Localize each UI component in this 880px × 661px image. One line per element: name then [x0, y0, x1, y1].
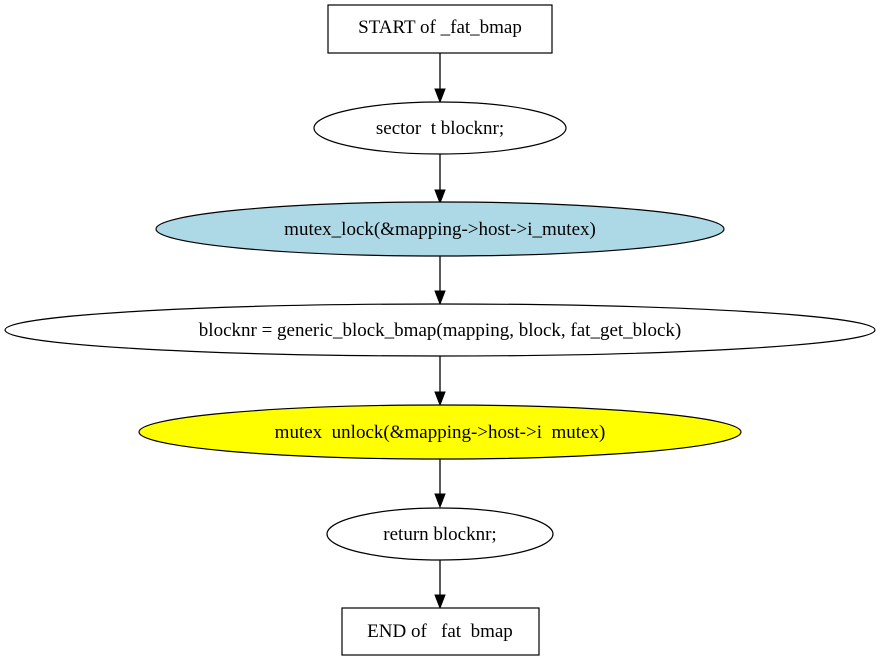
ret-ellipse [326, 507, 554, 561]
node-ret: return blocknr; [326, 507, 554, 561]
arrow-head-icon [434, 88, 446, 104]
node-bmap: blocknr = generic_block_bmap(mapping, bl… [4, 303, 876, 357]
bmap-label: blocknr = generic_block_bmap(mapping, bl… [199, 320, 681, 341]
decl-label: sector t blocknr; [376, 118, 504, 139]
unlock-label: mutex unlock(&mapping->host->i mutex) [275, 422, 606, 443]
bmap-ellipse [4, 303, 876, 357]
decl-ellipse [313, 101, 567, 155]
edge-decl-to-lock [434, 154, 446, 205]
node-start: START of _fat_bmap [327, 4, 553, 54]
end-box [341, 607, 540, 656]
node-decl: sector t blocknr; [313, 101, 567, 155]
edge-start-to-decl [434, 53, 446, 104]
node-lock: mutex_lock(&mapping->host->i_mutex) [155, 201, 725, 257]
end-label: END of fat bmap [367, 621, 513, 642]
arrow-head-icon [434, 391, 446, 407]
ret-label: return blocknr; [383, 524, 496, 545]
start-box [327, 4, 553, 54]
node-end: END of fat bmap [341, 607, 540, 656]
arrow-head-icon [434, 189, 446, 205]
unlock-ellipse [138, 404, 742, 460]
arrow-head-icon [434, 594, 446, 610]
edge-ret-to-end [434, 560, 446, 610]
edge-lock-to-bmap [434, 256, 446, 306]
lock-label: mutex_lock(&mapping->host->i_mutex) [284, 219, 596, 240]
edge-unlock-to-ret [434, 459, 446, 509]
lock-ellipse [155, 201, 725, 257]
arrow-head-icon [434, 290, 446, 306]
start-label: START of _fat_bmap [358, 17, 522, 38]
arrow-head-icon [434, 493, 446, 509]
node-unlock: mutex unlock(&mapping->host->i mutex) [138, 404, 742, 460]
edge-bmap-to-unlock [434, 356, 446, 407]
